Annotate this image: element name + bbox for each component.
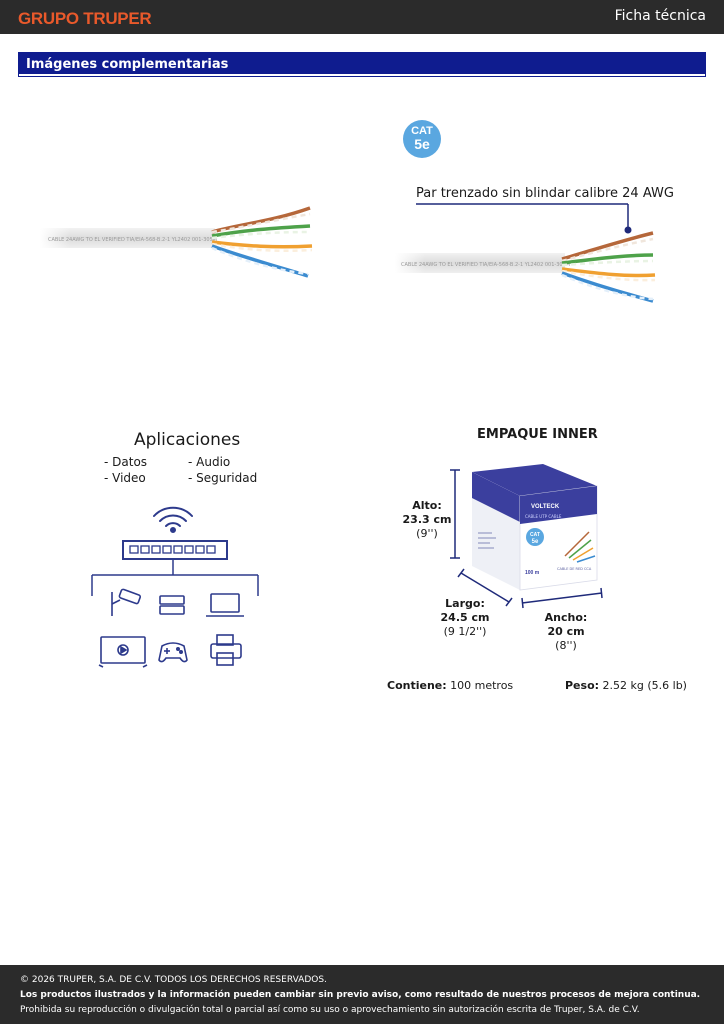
footer: © 2026 TRUPER, S.A. DE C.V. TODOS LOS DE… bbox=[0, 965, 724, 1024]
box-brand-text: VOLTECK bbox=[531, 504, 560, 510]
cat-badge-value: 5e bbox=[414, 136, 430, 152]
length-label: Largo: bbox=[445, 597, 485, 610]
footer-notice: Los productos ilustrados y la informació… bbox=[20, 990, 701, 1000]
width-dimension-line bbox=[521, 587, 603, 609]
switch-icon bbox=[122, 540, 228, 560]
header-bar: GRUPO TRUPER Ficha técnica bbox=[0, 0, 724, 34]
dimension-length: Largo: 24.5 cm (9 1/2'') bbox=[436, 597, 494, 639]
width-metric: 20 cm bbox=[547, 625, 585, 638]
dimension-width: Ancho: 20 cm (8'') bbox=[540, 611, 592, 653]
application-item-video: - Video bbox=[104, 471, 146, 485]
length-metric: 24.5 cm bbox=[440, 611, 490, 624]
network-diagram bbox=[91, 506, 259, 668]
cat-badge-label: CAT bbox=[411, 125, 433, 137]
network-lines bbox=[91, 559, 259, 596]
contains-label: Contiene: bbox=[387, 679, 447, 692]
laptop-icon bbox=[206, 593, 244, 617]
application-item-seguridad: - Seguridad bbox=[188, 471, 258, 485]
smart-tv-icon bbox=[98, 636, 148, 668]
contains-value: 100 metros bbox=[446, 679, 514, 692]
width-label: Ancho: bbox=[544, 611, 588, 624]
application-item-audio: - Audio bbox=[188, 455, 231, 469]
height-label: Alto: bbox=[412, 499, 442, 512]
printer-icon bbox=[210, 634, 242, 666]
jacket-print: CABLE 24AWG TO EL VERIFIED TIA/EIA-568-B… bbox=[48, 237, 217, 243]
box-cat-line2: 5e bbox=[532, 539, 539, 545]
document-type: Ficha técnica bbox=[614, 8, 706, 24]
cable-callout-label: Par trenzado sin blindar calibre 24 AWG bbox=[416, 186, 674, 201]
cable-image-left: CABLE 24AWG TO EL VERIFIED TIA/EIA-568-B… bbox=[40, 206, 313, 278]
length-imperial: (9 1/2'') bbox=[443, 625, 487, 638]
height-imperial: (9'') bbox=[416, 527, 438, 540]
cable-image-right: CABLE 24AWG TO EL VERIFIED TIA/EIA-568-B… bbox=[395, 231, 656, 303]
section-header: Imágenes complementarias bbox=[18, 52, 706, 77]
contains-spec: Contiene: 100 metros bbox=[387, 679, 513, 692]
width-imperial: (8'') bbox=[555, 639, 577, 652]
box-length-text: 100 m bbox=[525, 570, 540, 576]
height-metric: 23.3 cm bbox=[402, 513, 452, 526]
package-title: EMPAQUE INNER bbox=[477, 427, 598, 442]
box-side-text: CABLE DE RED CCA bbox=[557, 567, 592, 571]
wifi-icon bbox=[153, 506, 193, 533]
cat5e-badge: CAT 5e bbox=[403, 120, 441, 158]
footer-copyright: © 2026 TRUPER, S.A. DE C.V. TODOS LOS DE… bbox=[20, 975, 327, 985]
gamepad-icon bbox=[158, 642, 188, 663]
dimension-height: Alto: 23.3 cm (9'') bbox=[400, 499, 454, 541]
jacket-print-right: CABLE 24AWG TO EL VERIFIED TIA/EIA-568-B… bbox=[401, 262, 570, 268]
application-item-datos: - Datos bbox=[104, 455, 148, 469]
box-subtitle-text: CABLE UTP CABLE bbox=[525, 514, 562, 519]
length-dimension-line bbox=[457, 568, 513, 607]
brand-logo: GRUPO TRUPER bbox=[18, 9, 152, 28]
weight-spec: Peso: 2.52 kg (5.6 lb) bbox=[565, 679, 687, 692]
weight-label: Peso: bbox=[565, 679, 600, 692]
height-dimension-line bbox=[450, 469, 460, 559]
security-camera-icon bbox=[111, 588, 142, 616]
box-cable-art bbox=[564, 531, 596, 563]
nas-device-icon bbox=[159, 595, 185, 615]
box-cat-line1: CAT bbox=[530, 532, 540, 538]
section-title: Imágenes complementarias bbox=[26, 57, 229, 72]
package-box-image: VOLTECK CABLE UTP CABLE CAT 5e 100 m CAB… bbox=[450, 464, 603, 609]
footer-prohibition: Prohibida su reproducción o divulgación … bbox=[20, 1005, 640, 1015]
callout-line bbox=[416, 203, 632, 234]
applications-title: Aplicaciones bbox=[134, 430, 241, 450]
weight-value: 2.52 kg (5.6 lb) bbox=[599, 679, 687, 692]
